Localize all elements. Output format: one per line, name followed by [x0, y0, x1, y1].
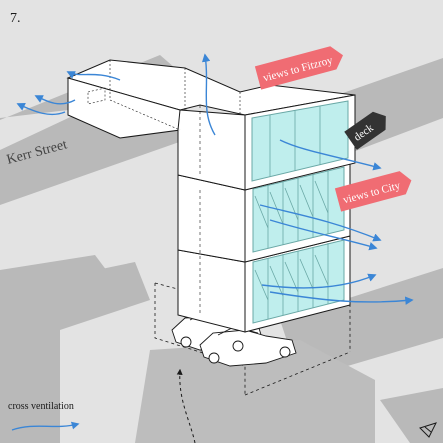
- kerr-street-road: [0, 55, 188, 205]
- legend-label: cross ventilation: [8, 401, 74, 412]
- vent-arrow-lower-1: [261, 273, 377, 289]
- vent-arrow-middle-1: [259, 204, 382, 242]
- top-roof: [66, 59, 356, 116]
- vent-arrow-middle-2: [269, 219, 378, 251]
- figure-number: 7.: [10, 11, 21, 26]
- deck-tag: deck: [344, 111, 386, 150]
- vent-arrow-up: [201, 53, 216, 136]
- legend: cross ventilation: [8, 401, 80, 431]
- legend-arrow: [11, 421, 80, 431]
- driveway: [135, 340, 375, 443]
- vent-arrow-top-left-2: [16, 103, 66, 116]
- north-icon: [419, 422, 437, 438]
- lower-floor: [177, 235, 351, 333]
- ventilation-arrows: [16, 53, 414, 305]
- vent-arrow-cantilever: [66, 71, 121, 81]
- vent-arrow-lower-2: [269, 291, 414, 305]
- top-front-face: [177, 109, 246, 191]
- top-floor: [66, 59, 356, 191]
- vent-arrow-top-right: [279, 139, 382, 171]
- middle-floor: [177, 162, 351, 263]
- car-entry-arrow: [176, 368, 196, 443]
- hidden-lines: [177, 105, 246, 315]
- cantilever-front: [67, 77, 181, 139]
- road-lower-left: [0, 255, 150, 443]
- vent-arrow-top-left-1: [34, 95, 76, 105]
